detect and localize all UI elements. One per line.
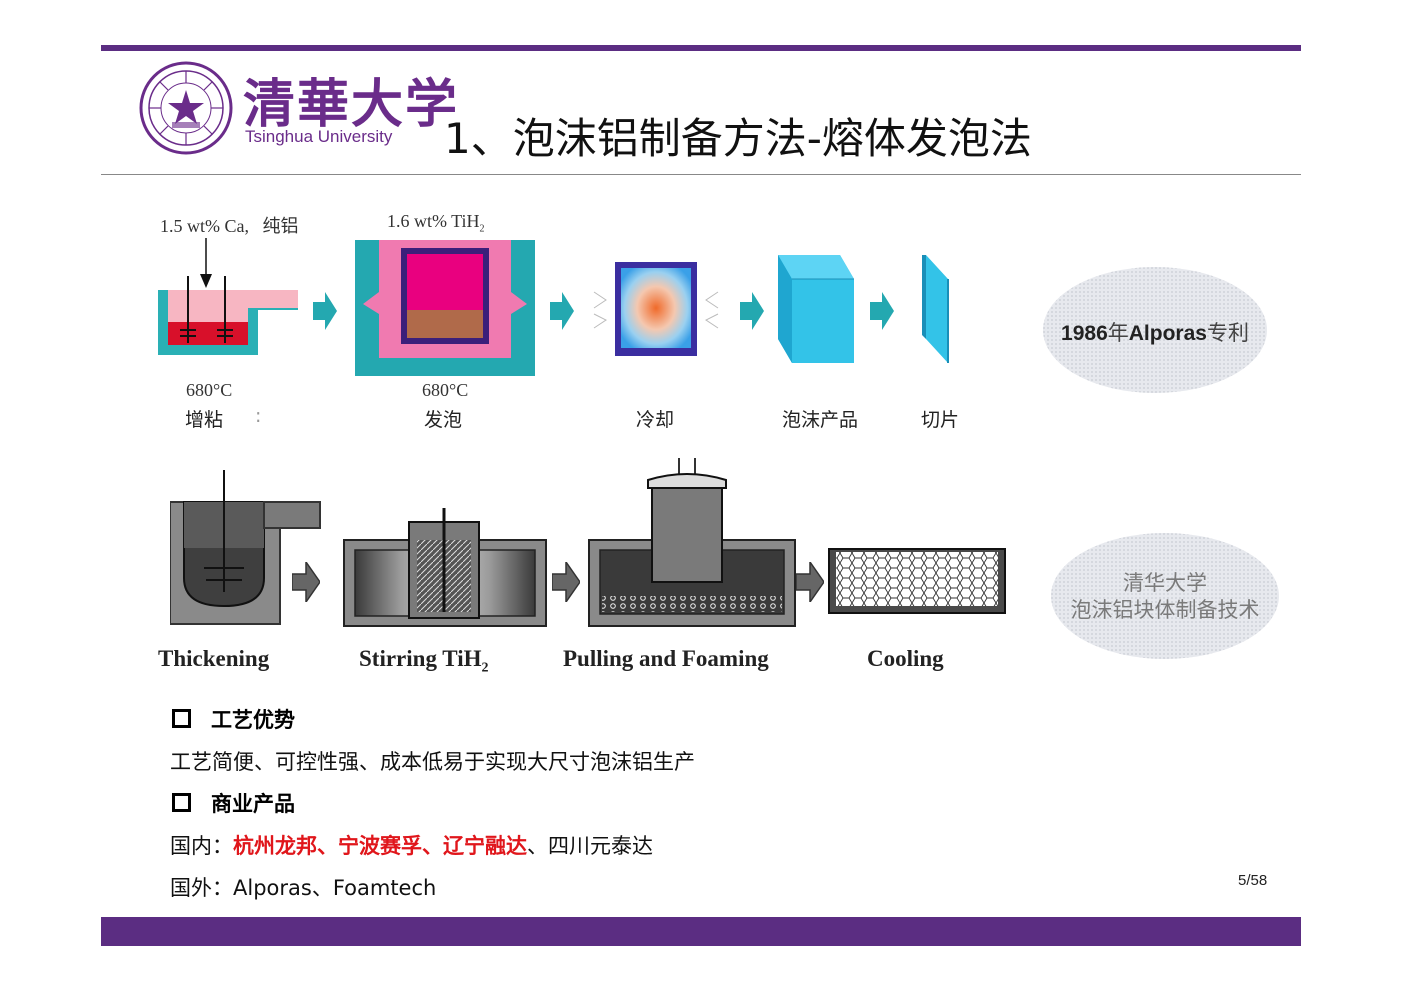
temp-label-2: 680°C — [422, 380, 469, 400]
foam-slice-diagram — [922, 255, 949, 363]
additive-tih2-label: 1.6 wt% TiH2 — [387, 211, 485, 235]
additive-ca-label: 1.5 wt% Ca, 纯铝 — [160, 216, 299, 237]
divider-mark: : — [255, 405, 262, 427]
domestic-products: 国内：杭州龙邦、宁波赛孚、辽宁融达、四川元泰达 — [170, 834, 653, 858]
logo-english-name: Tsinghua University — [245, 127, 393, 146]
header-divider — [101, 174, 1301, 175]
step-label-thickening-en: Thickening — [158, 646, 270, 671]
step-label-foam-product: 泡沫产品 — [782, 409, 859, 431]
step-label-cooling: 冷却 — [636, 409, 675, 431]
tsinghua-seal-icon — [139, 61, 233, 155]
arrow-right-icon — [550, 292, 574, 330]
cooling-foam-diagram — [828, 548, 1006, 614]
top-rule — [101, 45, 1301, 51]
stirring-diagram — [343, 508, 547, 627]
arrow-right-icon — [870, 292, 894, 330]
temp-label-1: 680°C — [186, 380, 233, 400]
domestic-highlight: 杭州龙邦、宁波赛孚、辽宁融达 — [233, 834, 527, 858]
arrow-right-icon — [796, 562, 824, 602]
bottom-bar — [101, 917, 1301, 946]
arrow-right-icon — [313, 292, 337, 330]
tsinghua-tech-bubble-text: 清华大学 泡沫铝块体制备技术 — [1070, 571, 1260, 622]
step-label-slicing: 切片 — [921, 409, 960, 431]
arrow-right-icon — [740, 292, 764, 330]
cooling-block-diagram — [593, 262, 719, 356]
thickening-diagram-grey — [170, 470, 321, 625]
products-heading: 商业产品 — [172, 788, 295, 818]
step-label-cooling-en: Cooling — [867, 646, 944, 671]
page-number: 5/58 — [1238, 872, 1268, 889]
patent-bubble — [1043, 267, 1267, 393]
step-label-thickening: 增粘 — [185, 409, 224, 431]
foaming-vessel-diagram — [355, 240, 535, 376]
arrow-right-icon — [292, 562, 320, 602]
thickening-furnace-diagram — [158, 238, 298, 355]
advantages-text: 工艺简便、可控性强、成本低易于实现大尺寸泡沫铝生产 — [170, 750, 695, 774]
logo-chinese-name: 清華大学 — [243, 74, 460, 135]
advantages-heading: 工艺优势 — [172, 704, 295, 734]
pulling-foaming-diagram — [588, 458, 796, 627]
step-label-pulling-foaming-en: Pulling and Foaming — [563, 646, 769, 671]
foreign-products: 国外：Alporas、Foamtech — [170, 876, 437, 900]
step-label-stirring-en: Stirring TiH2 — [359, 646, 489, 676]
arrow-right-icon — [552, 562, 580, 602]
pure-aluminum-label: 纯铝 — [262, 216, 299, 237]
tsinghua-tech-bubble — [1051, 533, 1279, 659]
checkbox-bullet-icon — [172, 793, 191, 812]
step-label-foaming: 发泡 — [424, 409, 463, 431]
page-title: 1、泡沫铝制备方法-熔体发泡法 — [444, 114, 1032, 163]
foam-product-block — [778, 255, 854, 363]
checkbox-bullet-icon — [172, 709, 191, 728]
patent-bubble-text: 1986年Alporas专利 — [1061, 321, 1249, 345]
